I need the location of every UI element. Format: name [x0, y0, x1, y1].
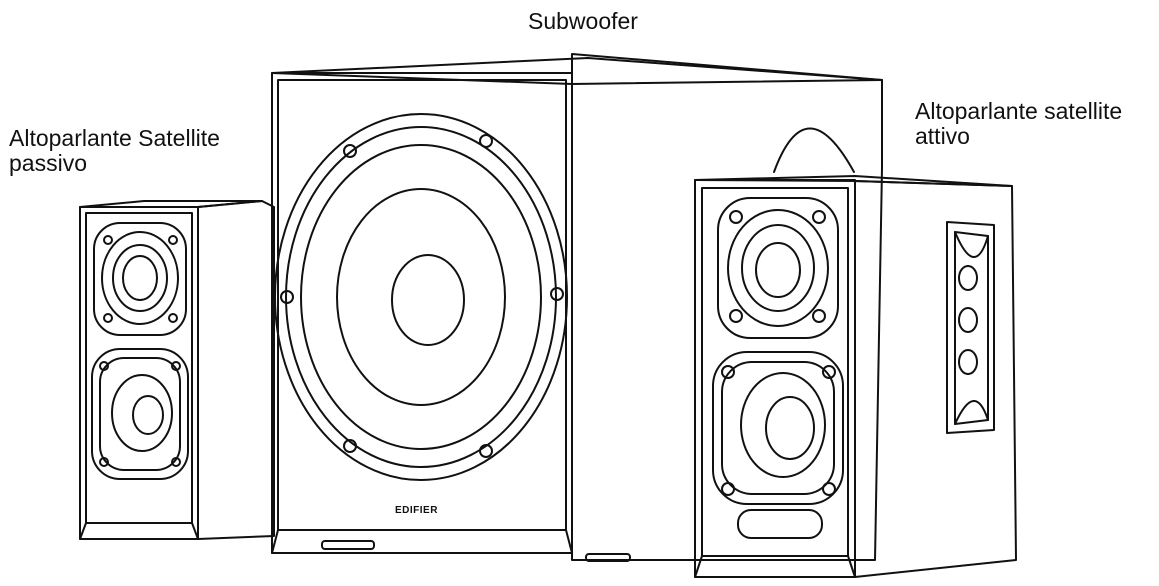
active-satellite-label: Altoparlante satellite attivo — [915, 99, 1122, 149]
subwoofer: EDIFIER — [272, 54, 882, 561]
screw — [551, 288, 563, 300]
passive-midwoofer — [92, 349, 188, 479]
passive-tweeter — [94, 223, 186, 335]
subwoofer-foot-left — [322, 541, 374, 549]
passive-side-panel — [198, 201, 274, 539]
active-front-inner — [702, 188, 848, 556]
bass-knob-icon[interactable] — [959, 350, 977, 374]
screw — [480, 135, 492, 147]
subwoofer-label-text: Subwoofer — [528, 8, 638, 34]
active-tweeter — [718, 198, 838, 338]
subwoofer-front-inner — [278, 80, 566, 530]
subwoofer-side-panel — [572, 54, 882, 560]
active-control-panel — [947, 222, 994, 433]
passive-front-frame — [80, 207, 198, 539]
passive-satellite — [80, 201, 274, 539]
passive-front-inner — [86, 213, 192, 523]
treble-knob-icon[interactable] — [959, 308, 977, 332]
screw — [480, 445, 492, 457]
screw — [344, 440, 356, 452]
passive-label-line1: Altoparlante Satellite — [9, 125, 220, 151]
active-midwoofer — [713, 352, 843, 504]
active-label-line1: Altoparlante satellite — [915, 98, 1123, 124]
subwoofer-label: Subwoofer — [528, 9, 638, 34]
subwoofer-rear-port — [774, 129, 854, 173]
active-label-line2: attivo — [915, 123, 970, 149]
screw — [344, 145, 356, 157]
subwoofer-front-frame — [272, 73, 572, 553]
volume-knob-icon[interactable] — [959, 266, 977, 290]
active-front-frame — [695, 180, 855, 577]
passive-satellite-label: Altoparlante Satellite passivo — [9, 126, 220, 176]
subwoofer-driver — [275, 114, 567, 480]
active-satellite — [695, 176, 1016, 577]
brand-logo: EDIFIER — [395, 505, 438, 516]
subwoofer-foot-right — [586, 554, 630, 561]
active-bass-port — [738, 510, 822, 538]
passive-label-line2: passivo — [9, 150, 87, 176]
subwoofer-dust-cap — [392, 255, 464, 345]
screw — [281, 291, 293, 303]
